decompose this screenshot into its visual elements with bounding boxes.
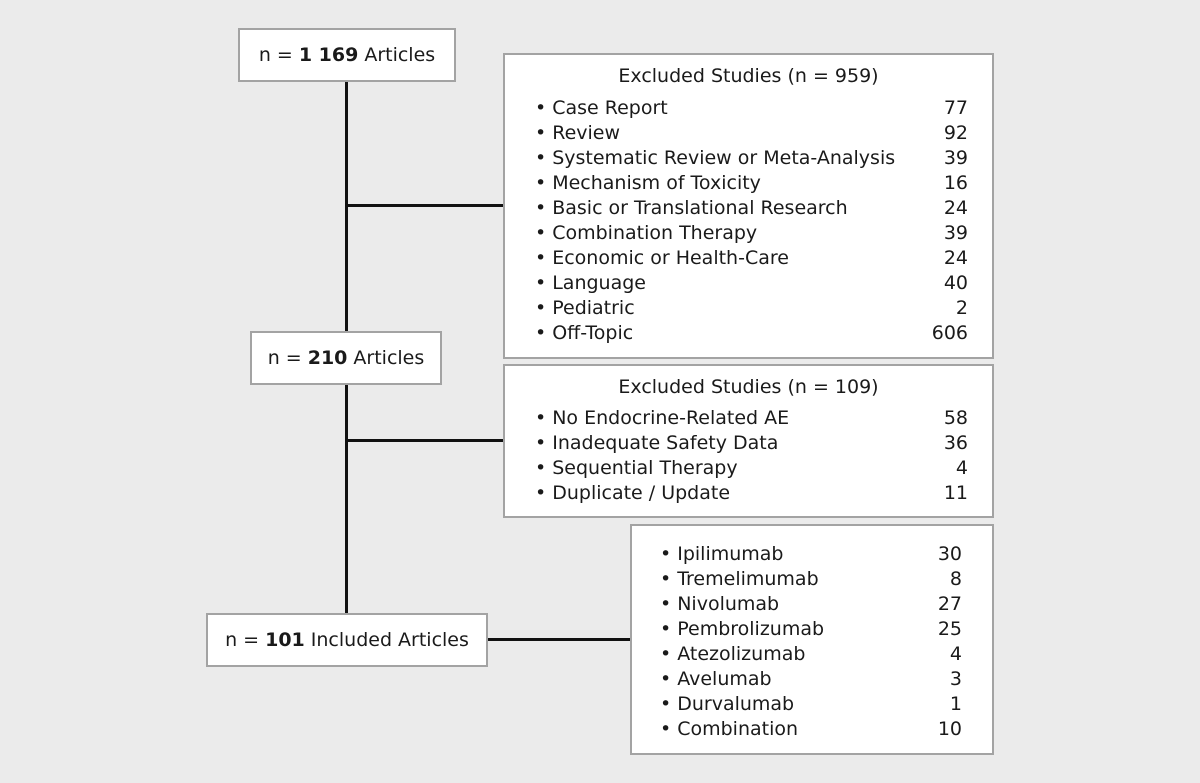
list-item: No Endocrine-Related AE 58 [535,405,968,430]
item-label: Combination Therapy [535,222,757,244]
item-label: Mechanism of Toxicity [535,172,761,194]
exclusion-box-1: Excluded Studies (n = 959) Case Report 77… [503,53,994,359]
top-count-box: n = 1 169 Articles [238,28,456,82]
item-value: 24 [943,196,968,219]
item-label: Avelumab [660,668,771,690]
exclusion-box-1-list: Case Report 77 Review 92 Systematic Review… [535,95,968,345]
exclusion-box-2-list: No Endocrine-Related AE 58 Inadequate Saf… [535,405,968,505]
connector-to-exclusion-2 [345,439,505,442]
connector-to-included-breakdown [486,638,632,641]
list-item: Combination Therapy 39 [535,220,968,245]
item-label: Case Report [535,97,668,119]
list-item: Mechanism of Toxicity 16 [535,170,968,195]
item-label: Pembrolizumab [660,618,824,640]
item-value: 30 [937,542,962,565]
item-label: Atezolizumab [660,643,805,665]
item-value: 11 [943,481,968,504]
included-breakdown-box: Ipilimumab 30 Tremelimumab 8 Nivolumab 27 P… [630,524,994,755]
item-value: 10 [937,717,962,740]
item-label: Review [535,122,620,144]
list-item: Avelumab 3 [660,666,962,691]
list-item: Basic or Translational Research 24 [535,195,968,220]
item-value: 606 [931,321,968,344]
list-item: Durvalumab 1 [660,691,962,716]
item-label: Ipilimumab [660,543,783,565]
exclusion-box-2: Excluded Studies (n = 109) No Endocrine-… [503,364,994,518]
list-item: Language 40 [535,270,968,295]
list-item: Inadequate Safety Data 36 [535,430,968,455]
list-item: Ipilimumab 30 [660,541,962,566]
item-value: 1 [949,692,962,715]
item-label: Language [535,272,646,294]
mid-count-box: n = 210 Articles [250,331,442,385]
list-item: Nivolumab 27 [660,591,962,616]
bottom-count-suffix: Included Articles [310,629,469,651]
list-item: Combination 10 [660,716,962,741]
item-label: No Endocrine-Related AE [535,407,789,429]
list-item: Systematic Review or Meta-Analysis 39 [535,145,968,170]
item-value: 58 [943,406,968,429]
item-value: 27 [937,592,962,615]
item-label: Inadequate Safety Data [535,432,778,454]
list-item: Atezolizumab 4 [660,641,962,666]
list-item: Case Report 77 [535,95,968,120]
list-item: Pediatric 2 [535,295,968,320]
mid-count-number: 210 [307,347,348,369]
item-label: Sequential Therapy [535,457,737,479]
item-label: Systematic Review or Meta-Analysis [535,147,895,169]
item-value: 39 [943,221,968,244]
item-value: 8 [949,567,962,590]
item-value: 77 [943,96,968,119]
exclusion-box-1-title: Excluded Studies (n = 959) [618,65,879,87]
mid-count-prefix: n = [267,347,302,369]
list-item: Review 92 [535,120,968,145]
item-value: 16 [943,171,968,194]
item-label: Pediatric [535,297,634,319]
item-value: 2 [955,296,968,319]
included-breakdown-list: Ipilimumab 30 Tremelimumab 8 Nivolumab 27 P… [660,541,962,741]
item-label: Nivolumab [660,593,779,615]
item-value: 3 [949,667,962,690]
connector-to-exclusion-1 [345,204,505,207]
top-count-prefix: n = [258,44,293,66]
item-value: 24 [943,246,968,269]
list-item: Sequential Therapy 4 [535,455,968,480]
item-label: Off-Topic [535,322,633,344]
item-label: Basic or Translational Research [535,197,847,219]
item-value: 4 [949,642,962,665]
item-label: Economic or Health-Care [535,247,789,269]
top-count-suffix: Articles [364,44,436,66]
item-label: Tremelimumab [660,568,818,590]
list-item: Tremelimumab 8 [660,566,962,591]
mid-count-suffix: Articles [353,347,425,369]
item-value: 4 [955,456,968,479]
exclusion-box-2-title: Excluded Studies (n = 109) [618,376,879,398]
item-label: Combination [660,718,798,740]
bottom-count-box: n = 101 Included Articles [206,613,488,667]
list-item: Duplicate / Update 11 [535,480,968,505]
item-value: 92 [943,121,968,144]
item-label: Durvalumab [660,693,794,715]
connector-mid-to-bottom [345,383,348,615]
item-value: 25 [937,617,962,640]
top-count-number: 1 169 [298,44,359,66]
item-label: Duplicate / Update [535,482,730,504]
item-value: 40 [943,271,968,294]
list-item: Off-Topic 606 [535,320,968,345]
bottom-count-prefix: n = [225,629,260,651]
item-value: 36 [943,431,968,454]
list-item: Economic or Health-Care 24 [535,245,968,270]
list-item: Pembrolizumab 25 [660,616,962,641]
bottom-count-number: 101 [265,629,305,651]
item-value: 39 [943,146,968,169]
